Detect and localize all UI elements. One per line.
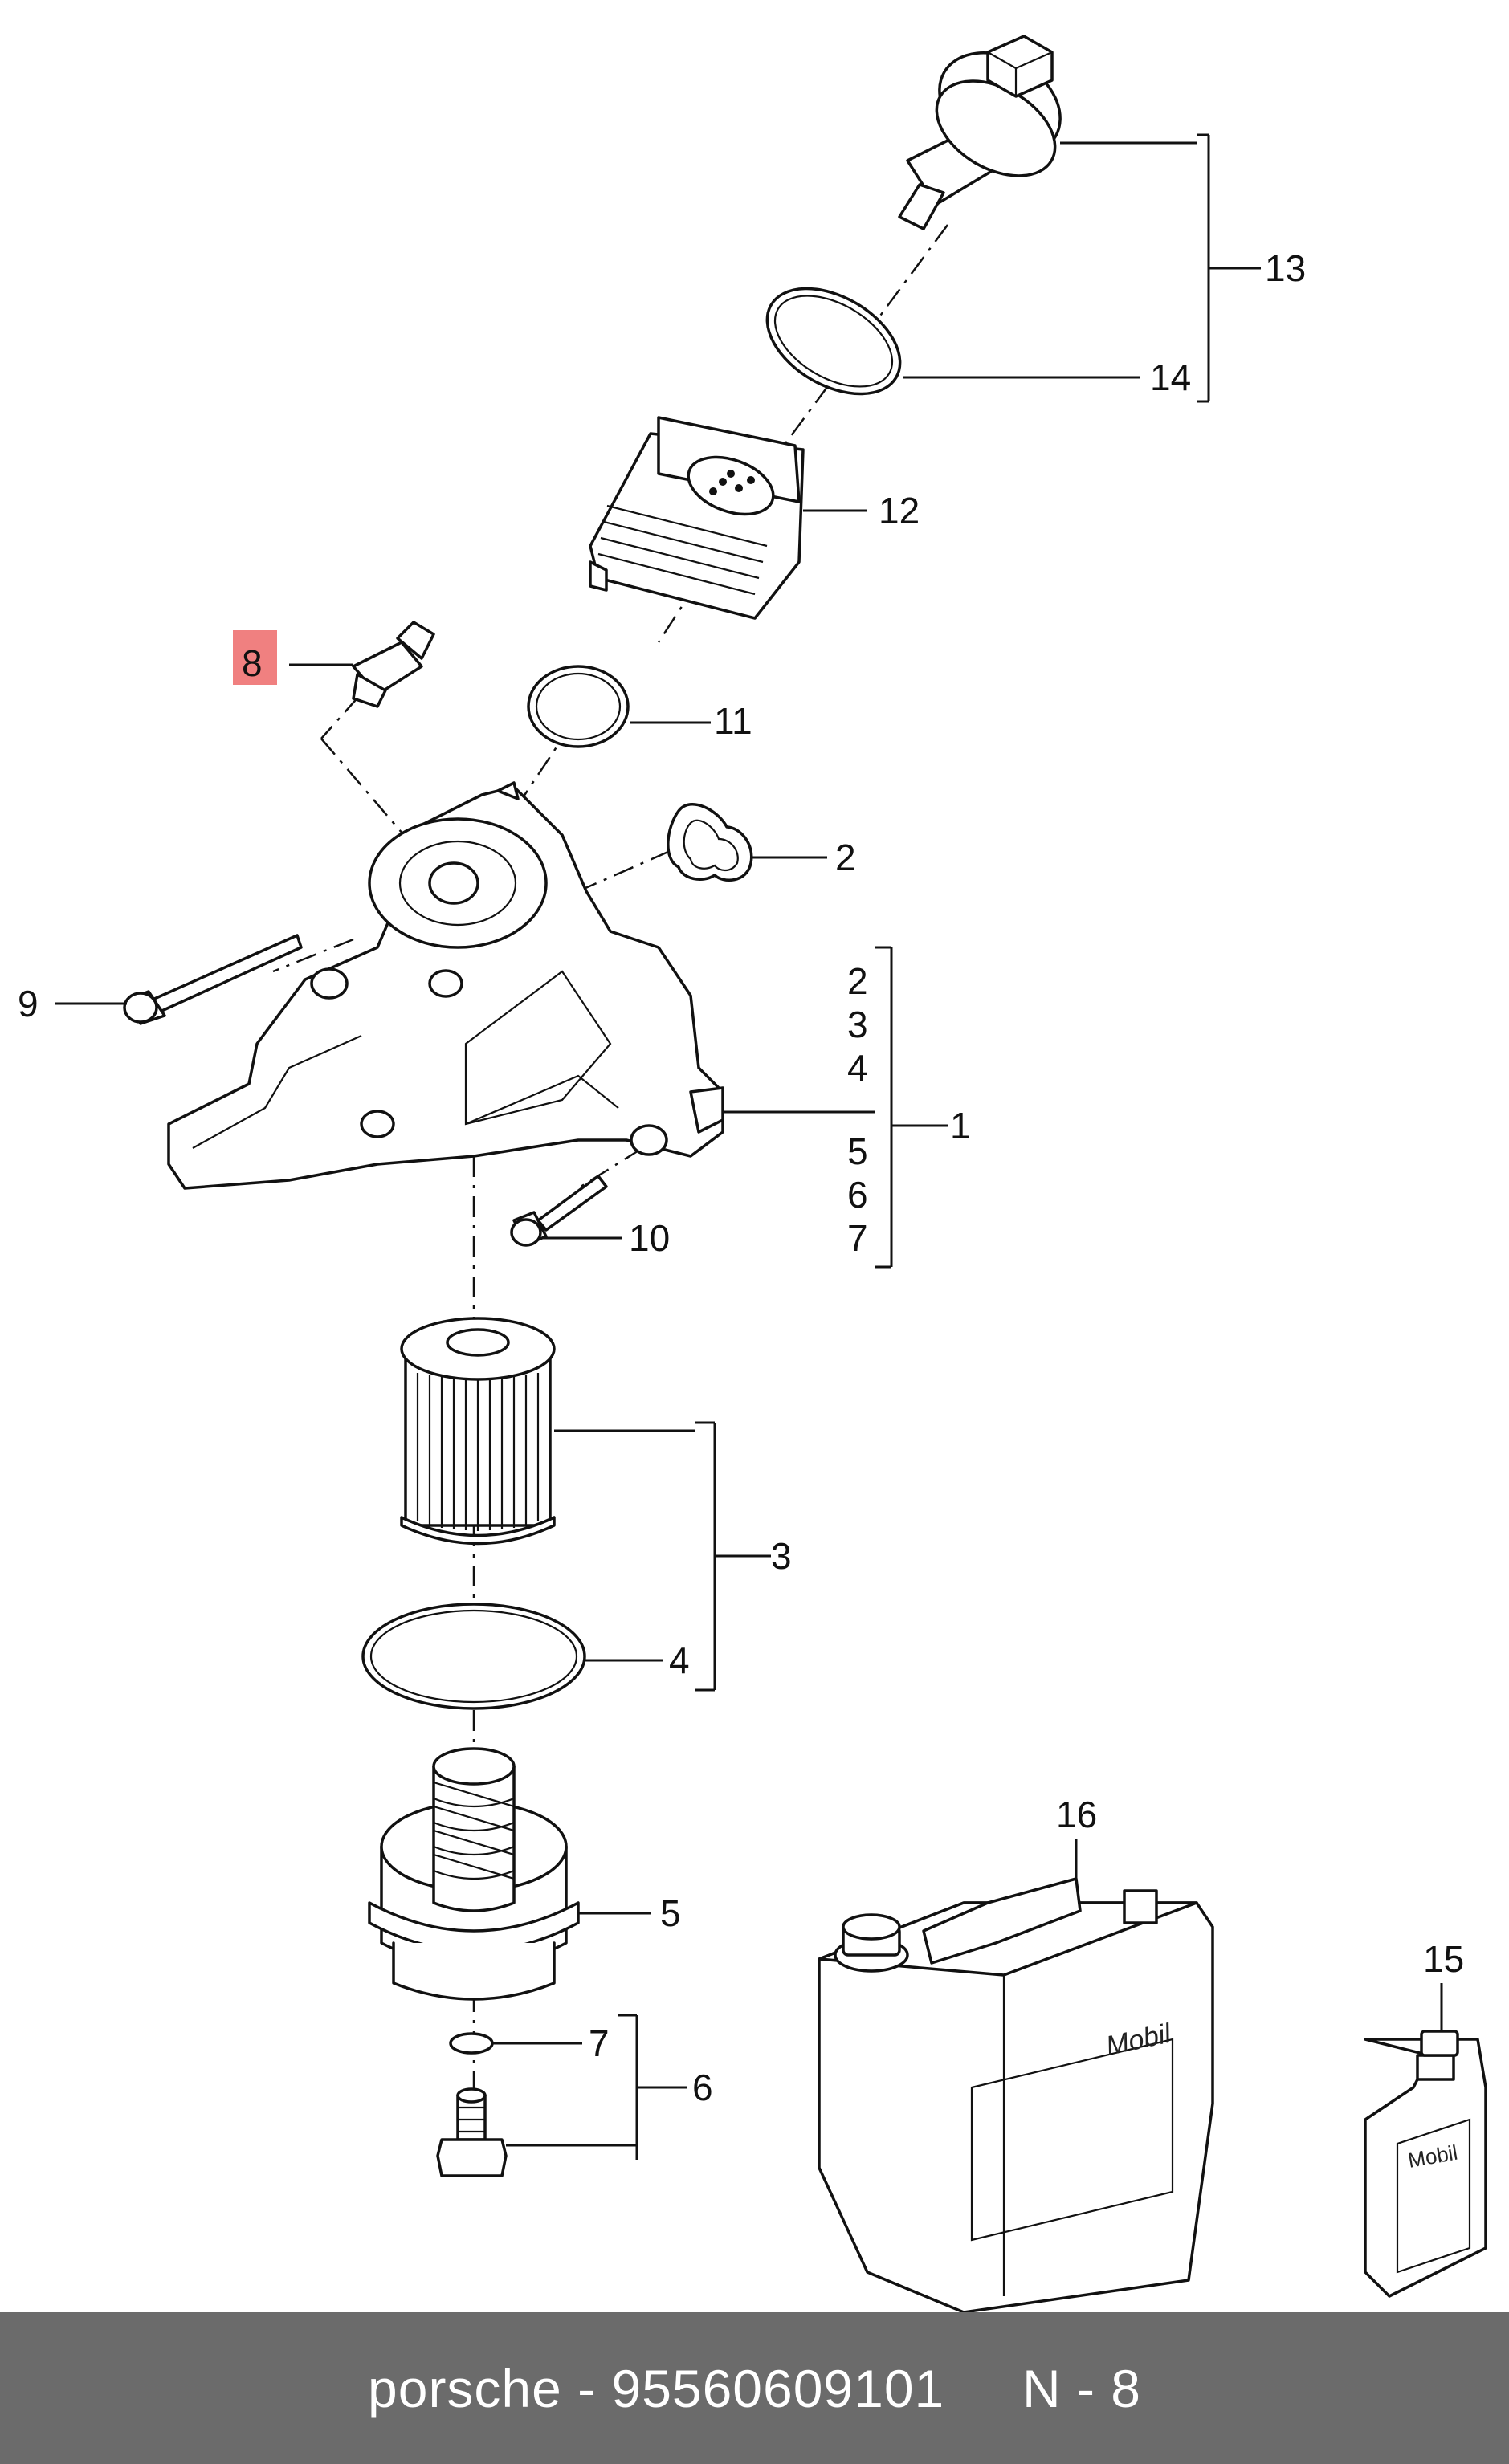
footer-part-info: porsche - 95560609101 N - 8 [368, 2358, 1141, 2418]
part-2-gasket [667, 802, 753, 882]
part-3-filter-element [400, 1317, 556, 1546]
callout-16: 16 [1056, 1794, 1097, 1835]
part-12-oil-cooler [589, 416, 805, 620]
part-1-filter-housing [167, 781, 724, 1190]
callout-7: 7 [589, 2022, 610, 2064]
callout-labels: 13 14 12 11 8 2 9 2 3 4 5 6 7 1 10 3 4 5… [18, 247, 1464, 2108]
callout-8: 8 [242, 642, 263, 684]
callout-10: 10 [629, 1217, 670, 1259]
callout-3: 3 [771, 1535, 792, 1577]
part-10-short-bolt [510, 1175, 608, 1247]
part-6-drain-plug [436, 2087, 508, 2177]
callout-5: 5 [660, 1892, 681, 1934]
callout-13: 13 [1265, 247, 1306, 289]
callout-8-highlight [233, 630, 277, 685]
callout-11: 11 [714, 700, 752, 742]
part-14-o-ring [765, 287, 902, 396]
group-1-item-7: 7 [847, 1217, 868, 1259]
group-1-item-4: 4 [847, 1047, 868, 1089]
group-1-item-3: 3 [847, 1004, 868, 1045]
group-1-item-6: 6 [847, 1174, 868, 1216]
oil-filter-exploded-diagram: Mobil Mobil [18, 35, 1487, 2312]
callout-1: 1 [950, 1105, 971, 1146]
group-1-item-5: 5 [847, 1130, 868, 1172]
part-5-spring [432, 1747, 516, 1912]
part-4-o-ring [361, 1603, 586, 1710]
part-15-oil-bottle: Mobil [1364, 2030, 1487, 2298]
callout-14: 14 [1150, 356, 1191, 398]
part-16-oil-jerrycan: Mobil [818, 1877, 1214, 2312]
leader-lines [55, 133, 1443, 2160]
callout-12: 12 [879, 490, 920, 531]
callout-15: 15 [1423, 1938, 1464, 1980]
group-1-item-2: 2 [847, 960, 868, 1002]
part-11-seal-ring [527, 665, 630, 748]
footer-bar: porsche - 95560609101 N - 8 [0, 2312, 1509, 2464]
part-5-filter-cap [368, 1747, 580, 2001]
part-7-seal-washer [449, 2032, 494, 2055]
callout-9: 9 [18, 983, 39, 1024]
part-8-valve [352, 621, 435, 708]
callout-6: 6 [692, 2067, 713, 2108]
part-13-cap-bolt [898, 35, 1062, 230]
callout-4: 4 [669, 1639, 690, 1681]
callout-2: 2 [835, 837, 856, 878]
part-9-long-bolt [123, 934, 303, 1025]
